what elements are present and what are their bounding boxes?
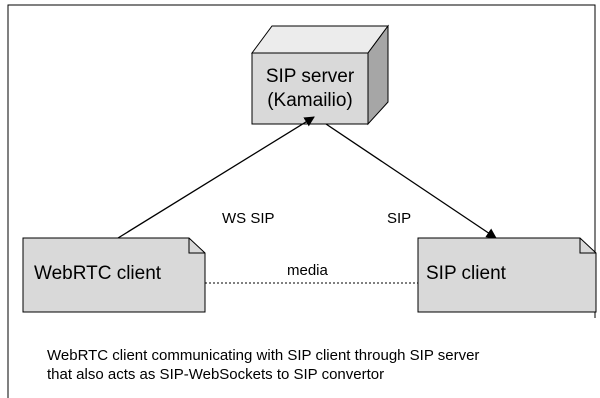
- caption-line-1: WebRTC client communicating with SIP cli…: [47, 347, 480, 364]
- sip-server-label-line2: (Kamailio): [267, 90, 353, 111]
- sip-client-label: SIP client: [426, 263, 507, 284]
- webrtc-client-label: WebRTC client: [34, 263, 162, 284]
- webrtc-client-fold: [188, 238, 205, 254]
- media-edge-label: media: [287, 262, 329, 279]
- sip-client-node: SIP client: [417, 237, 597, 313]
- sip-edge-label: SIP: [387, 210, 411, 227]
- sip-server-cube-top: [251, 25, 389, 54]
- sip-server-node: SIP server (Kamailio): [251, 24, 389, 126]
- caption-line-2: that also acts as SIP-WebSockets to SIP …: [47, 366, 385, 383]
- sip-client-shape: [417, 237, 597, 313]
- sip-edge: [325, 123, 497, 239]
- sip-client-fold: [579, 238, 596, 254]
- figure-caption: WebRTC client communicating with SIP cli…: [47, 346, 587, 384]
- webrtc-client-node: WebRTC client: [22, 237, 206, 313]
- sip-server-label-line1: SIP server: [266, 66, 355, 87]
- ws-sip-edge: [117, 116, 315, 239]
- sip-server-cube-front: [251, 52, 369, 125]
- ws-sip-edge-label: WS SIP: [222, 210, 275, 227]
